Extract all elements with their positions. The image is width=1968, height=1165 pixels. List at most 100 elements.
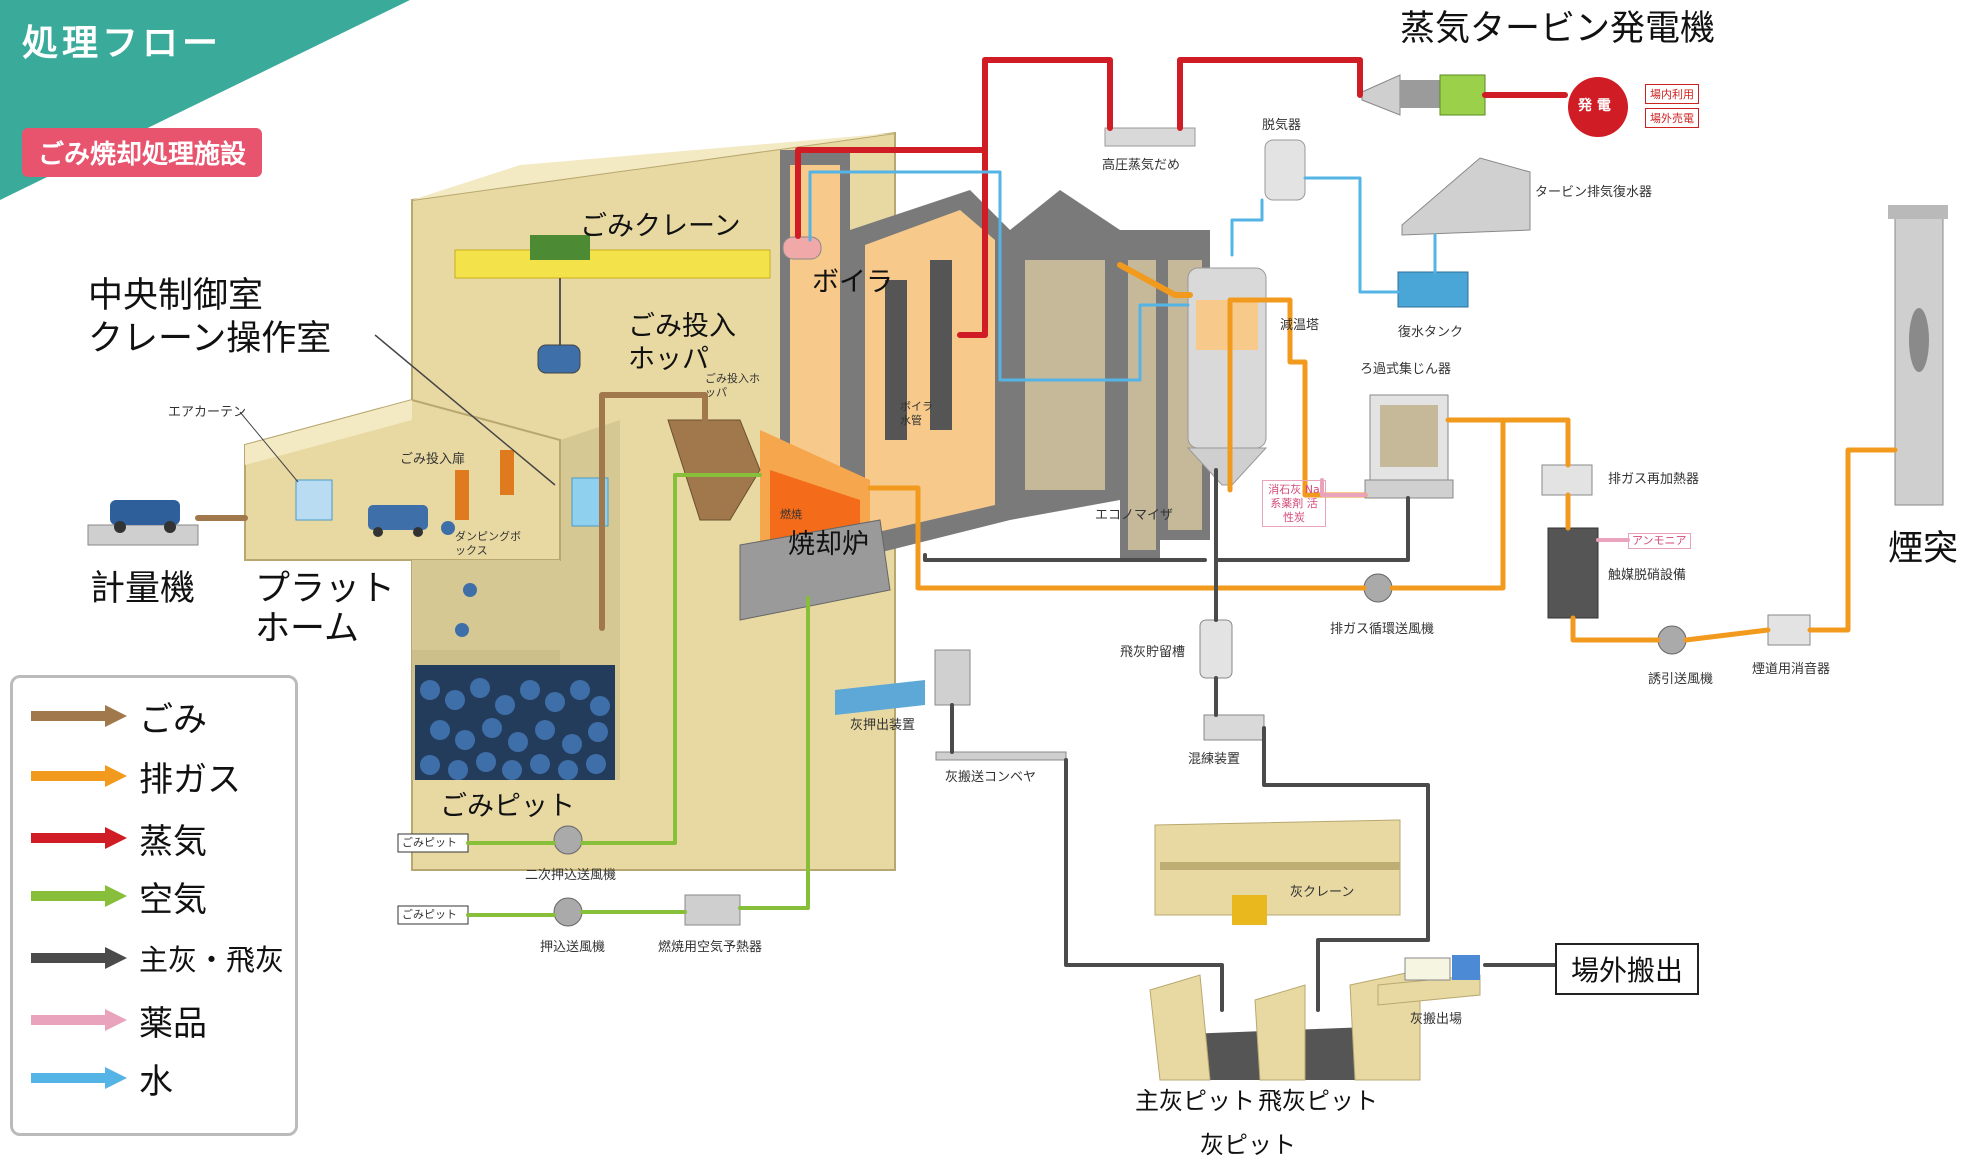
forced-fan-graphic: [554, 898, 582, 926]
ash-loading-label: 灰搬出場: [1410, 1012, 1462, 1028]
water-flow-3: [1305, 178, 1398, 292]
boiler-tube-banks: [1010, 190, 1210, 560]
exhaust-flow-3: [1448, 420, 1568, 465]
legend: ごみ 排ガス 蒸気 空気 主灰・飛灰 薬品 水: [10, 675, 298, 1136]
legend-label: 水: [139, 1054, 173, 1103]
dumping-box-label: ダンピングボックス: [455, 530, 525, 558]
legend-label: 排ガス: [139, 752, 241, 801]
condensate-tank-label: 復水タンク: [1398, 325, 1463, 341]
condensate-tank-graphic: [1398, 272, 1468, 307]
weighbridge-truck: [88, 500, 198, 545]
offsite-export-box: 場外搬出: [1555, 943, 1699, 995]
catalytic-reactor-graphic: [1548, 528, 1598, 618]
induced-fan-graphic: [1658, 626, 1686, 654]
boiler-inner-label: ボイラ 水管: [900, 400, 940, 428]
legend-arrow-icon: [29, 1007, 129, 1033]
garbage-pit-label: ごみピット: [440, 790, 575, 824]
recirc-fan-label: 排ガス循環送風機: [1330, 622, 1434, 638]
legend-arrow-icon: [29, 883, 129, 909]
legend-item-steam: 蒸気: [29, 818, 207, 858]
ash-flow-1: [925, 555, 1205, 560]
steam-header-label: 高圧蒸気だめ: [1102, 158, 1180, 174]
stack-label: 煙突: [1888, 528, 1958, 572]
bag-filter-graphic: [1365, 395, 1453, 498]
bottom-ash-pit-label: 主灰ピット: [1135, 1086, 1255, 1116]
catalytic-reactor-label: 触媒脱硝設備: [1608, 568, 1686, 584]
page-title: 処理フロー: [22, 14, 222, 66]
treatment-unit-label: 混練装置: [1188, 752, 1240, 768]
water-flow-2: [1232, 200, 1262, 255]
ash-extractor-label: 灰押出装置: [850, 718, 915, 734]
legend-arrow-icon: [29, 825, 129, 851]
legend-label: 蒸気: [139, 814, 207, 863]
gas-reheater-graphic: [1542, 465, 1592, 495]
silencer-graphic: [1768, 615, 1810, 645]
legend-item-garbage: ごみ: [29, 696, 207, 736]
forced-fan-label: 押込送風機: [540, 940, 605, 956]
economizer-label: エコノマイザ: [1095, 508, 1173, 524]
ash-conveyor-label: 灰搬送コンベヤ: [945, 770, 1036, 786]
ash-crane-label: 灰クレーン: [1290, 885, 1354, 901]
turbine-generator-label: 蒸気タービン発電機: [1400, 8, 1715, 52]
pit-box-2-label: ごみピット: [402, 908, 457, 922]
ammonia-label: アンモニア: [1628, 533, 1691, 549]
platform-label-2: ホーム: [255, 608, 359, 652]
legend-item-exhaust: 排ガス: [29, 756, 241, 796]
induced-fan-label: 誘引送風機: [1648, 672, 1713, 688]
secondary-fan-label: 二次押込送風機: [525, 868, 616, 884]
pit-box-1-label: ごみピット: [402, 836, 457, 850]
inhouse-use-tag: 場内利用: [1645, 84, 1699, 104]
control-room-label-2: クレーン操作室: [88, 318, 331, 362]
air-preheater-label: 燃焼用空気予熱器: [658, 940, 762, 956]
power-text: 発 電: [1578, 98, 1611, 116]
fly-ash-hopper-graphic: [1200, 620, 1232, 678]
exhaust-flow-7: [1810, 450, 1895, 630]
external-supply-tag: 場外売電: [1645, 108, 1699, 128]
facility-badge: ごみ焼却処理施設: [22, 128, 262, 177]
legend-arrow-icon: [29, 1065, 129, 1091]
fly-ash-pit-label: 飛灰ピット: [1258, 1086, 1378, 1116]
ash-truck-graphic: [1405, 958, 1450, 980]
incinerator-label: 焼却炉: [788, 528, 869, 562]
legend-item-chemical: 薬品: [29, 1000, 207, 1040]
legend-label: 空気: [139, 872, 207, 921]
steam-header-graphic: [1105, 128, 1195, 146]
exhaust-flow-5: [1573, 618, 1658, 640]
ash-conveyor-graphic: [936, 752, 1066, 760]
stack-graphic: [1888, 205, 1948, 505]
deaerator-label: 脱気器: [1262, 118, 1301, 134]
legend-item-water: 水: [29, 1058, 173, 1098]
steam-flow-3: [985, 60, 1110, 128]
legend-label: 薬品: [139, 996, 207, 1045]
hopper-small-label: ごみ投入ホッパ: [705, 372, 761, 400]
recirc-fan-graphic: [1364, 574, 1392, 602]
gas-reheater-label: 排ガス再加熱器: [1608, 472, 1699, 488]
legend-arrow-icon: [29, 945, 129, 971]
ash-pit-label: 灰ピット: [1200, 1130, 1296, 1160]
hopper-label-2: ホッパ: [628, 343, 709, 377]
condenser-graphic: [1402, 158, 1530, 235]
legend-item-air: 空気: [29, 876, 207, 916]
silencer-label: 煙道用消音器: [1752, 662, 1830, 678]
ash-crane-building: [1155, 820, 1400, 925]
garbage-crane-label: ごみクレーン: [580, 210, 741, 244]
fire-label: 燃焼: [780, 508, 802, 522]
boiler-label: ボイラ: [812, 266, 893, 300]
secondary-fan-graphic: [554, 826, 582, 854]
deaerator-graphic: [1265, 140, 1305, 200]
turbine-condenser-label: タービン排気復水器: [1535, 185, 1652, 201]
bag-filter-label: ろ過式集じん器: [1360, 362, 1451, 378]
cooling-tower-label: 減温塔: [1280, 318, 1319, 334]
loading-door-label: ごみ投入扉: [400, 452, 465, 468]
exhaust-flow-6: [1686, 630, 1768, 640]
hopper-label-1: ごみ投入: [628, 310, 736, 344]
legend-item-ash: 主灰・飛灰: [29, 938, 284, 978]
slaked-lime-label: 消石灰 Na系薬剤 活性炭: [1262, 480, 1326, 527]
legend-label: ごみ: [139, 692, 207, 741]
fly-ash-hopper-label: 飛灰貯留槽: [1120, 645, 1185, 661]
air-preheater-graphic: [685, 895, 740, 925]
legend-label: 主灰・飛灰: [139, 937, 284, 979]
treatment-unit-graphic: [1204, 715, 1264, 740]
legend-arrow-icon: [29, 763, 129, 789]
